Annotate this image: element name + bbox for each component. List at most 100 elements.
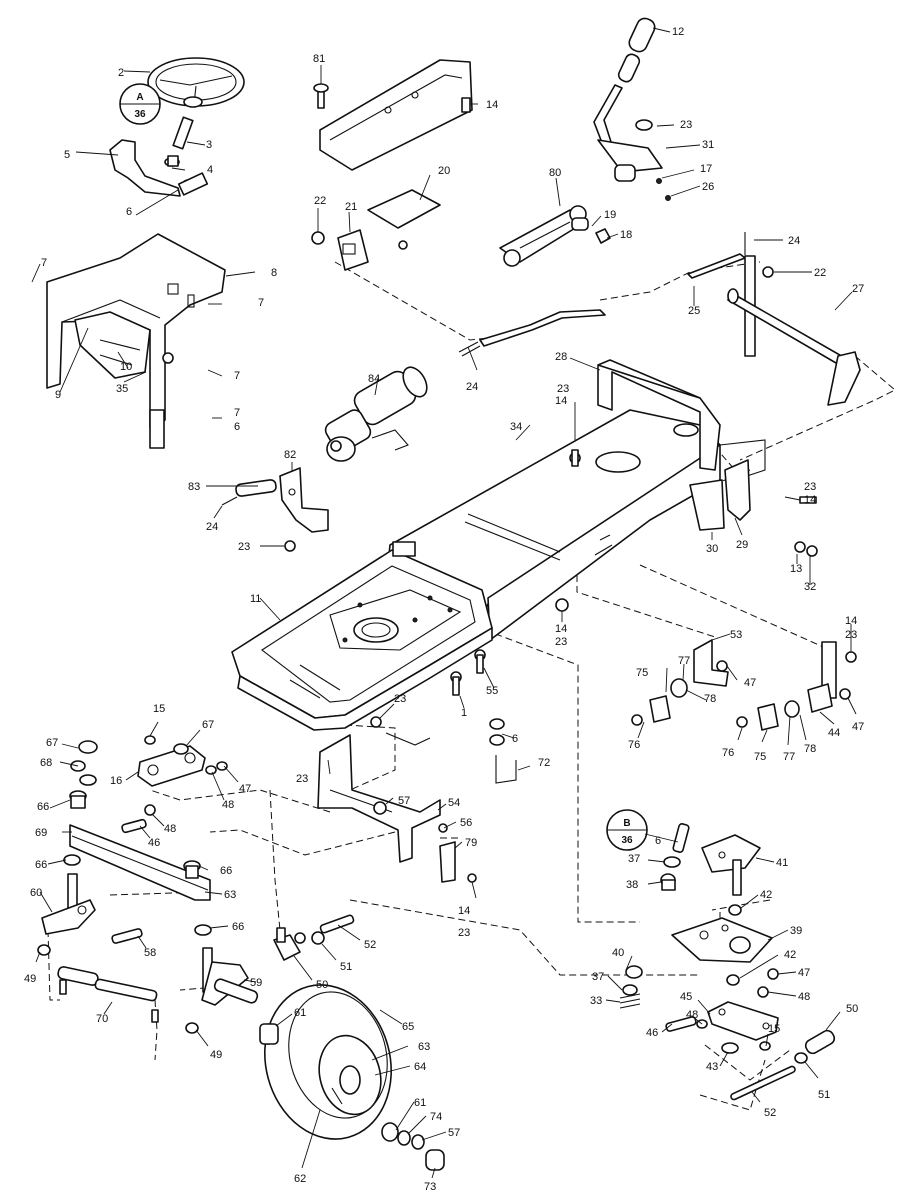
part-label-nut-49a: 49 [24, 973, 36, 985]
part-label-spring-33: 33 [590, 995, 602, 1007]
part-label-pin-24a: 24 [788, 235, 800, 247]
part-label-bracket-79: 79 [465, 837, 477, 849]
front-wheel-group [259, 984, 445, 1171]
part-label-nut-23g: 23 [394, 693, 406, 705]
part-label-tube-63a: 63 [224, 889, 236, 901]
part-label-spacer-77a: 77 [678, 655, 690, 667]
part-label-nut-23c: 23 [804, 481, 816, 493]
part-label-bolt-7c: 7 [234, 370, 240, 382]
part-label-washer-6c: 6 [512, 733, 518, 745]
part-label-nut-23a: 23 [680, 119, 692, 131]
part-label-bolt-1: 1 [461, 707, 467, 719]
part-label-gear-41: 41 [776, 857, 788, 869]
part-label-actuator-84: 84 [368, 373, 380, 385]
part-label-washer-13: 13 [790, 563, 802, 575]
part-label-steering-wheel: 2 [118, 67, 124, 79]
part-label-wheel-62: 62 [294, 1173, 306, 1185]
part-label-bushing-66a: 66 [37, 801, 49, 813]
part-label-link-16: 16 [110, 775, 122, 787]
part-label-tie-rod-70: 70 [96, 1013, 108, 1025]
part-label-nut-47a: 47 [744, 677, 756, 689]
part-label-mount-75a: 75 [636, 667, 648, 679]
leader-lines [31, 27, 857, 1179]
part-label-washer-37b: 37 [592, 971, 604, 983]
part-label-support-54: 54 [448, 797, 460, 809]
part-label-valve-64: 64 [414, 1061, 426, 1073]
part-label-bolt-46a: 46 [148, 837, 160, 849]
part-label-nut-48c: 48 [798, 991, 810, 1003]
part-label-nut-22b: 22 [814, 267, 826, 279]
steering-gear-group [619, 823, 836, 1101]
part-label-part-35: 35 [116, 383, 128, 395]
part-label-arm-45: 45 [680, 991, 692, 1003]
part-label-part-10: 10 [120, 361, 132, 373]
part-label-rod-72: 72 [538, 757, 550, 769]
mount-brackets [631, 639, 857, 731]
steering-wheel-group [109, 57, 245, 197]
part-label-spacer-78a: 78 [704, 693, 716, 705]
part-label-washer-42b: 42 [784, 949, 796, 961]
part-label-nut-51b: 51 [818, 1089, 830, 1101]
part-label-bolt-7a: 7 [41, 257, 47, 269]
part-label-nut-57b: 57 [448, 1127, 460, 1139]
part-label-nut-47b: 47 [852, 721, 864, 733]
part-label-bolt-14e: 14 [845, 615, 857, 627]
part-label-nut-48d: 48 [686, 1009, 698, 1021]
reference-circle-a: A 36 [119, 83, 161, 125]
part-label-grip-12: 12 [672, 26, 684, 38]
part-label-nut-23e: 23 [555, 636, 567, 648]
part-label-rod-52b: 52 [764, 1107, 776, 1119]
part-label-washer-42a: 42 [760, 889, 772, 901]
part-label-bolt-7b: 7 [258, 297, 264, 309]
part-label-bushing-66b: 66 [35, 859, 47, 871]
cotter-pins [221, 341, 481, 506]
part-label-tire-65: 65 [402, 1021, 414, 1033]
ref-a-top: A [136, 92, 143, 103]
part-label-rod-25: 25 [688, 305, 700, 317]
part-label-bolt-76a: 76 [628, 739, 640, 751]
part-label-part-6b: 6 [234, 421, 240, 433]
part-label-nut-49b: 49 [210, 1049, 222, 1061]
part-label-bearing-61a: 61 [294, 1007, 306, 1019]
part-label-part-9: 9 [55, 389, 61, 401]
part-label-nut-47d: 47 [798, 967, 810, 979]
part-label-bushing-38: 38 [626, 879, 638, 891]
reference-circles: A 36 B 3 6 [119, 83, 648, 851]
part-label-spindle-60: 60 [30, 887, 42, 899]
part-label-nut-23b: 23 [557, 383, 569, 395]
part-label-nut-43: 43 [706, 1061, 718, 1073]
part-label-mount-75b: 75 [754, 751, 766, 763]
part-label-bolt-14b: 14 [555, 395, 567, 407]
plate-block-group [311, 189, 441, 271]
part-label-pin-24c: 24 [206, 521, 218, 533]
part-label-fender-bracket: 14 [486, 99, 498, 111]
part-label-steering-support: 5 [64, 149, 70, 161]
bracket-pin-group [235, 467, 329, 552]
part-label-nut-22a: 22 [314, 195, 326, 207]
ref-b-top: B [623, 818, 630, 829]
part-label-bolt-14d: 14 [555, 623, 567, 635]
part-label-bracket-44: 44 [828, 727, 840, 739]
part-label-washer-37a: 37 [628, 853, 640, 865]
part-label-washer-15b: 15 [768, 1023, 780, 1035]
part-label-bushing-66c: 66 [220, 865, 232, 877]
part-label-bolt-46b: 46 [646, 1027, 658, 1039]
part-label-bolt-81: 81 [313, 53, 325, 65]
part-label-spacer-78b: 78 [804, 743, 816, 755]
part-label-washer-67a: 67 [202, 719, 214, 731]
part-label-steering-shaft: 3 [206, 139, 212, 151]
part-label-bolt-14f: 14 [458, 905, 470, 917]
fender-plate-group [313, 59, 473, 171]
part-label-nut-57a: 57 [398, 795, 410, 807]
rod-shaft-group [479, 232, 861, 406]
part-label-sector-39: 39 [790, 925, 802, 937]
part-label-spacer-19: 19 [604, 209, 616, 221]
part-label-nut-55: 55 [486, 685, 498, 697]
part-label-bracket-82: 82 [284, 449, 296, 461]
part-label-rim-63b: 63 [418, 1041, 430, 1053]
part-label-washer-67b: 67 [46, 737, 58, 749]
part-label-nut-48a: 48 [222, 799, 234, 811]
part-label-pin-26: 26 [702, 181, 714, 193]
part-label-arm-80: 80 [549, 167, 561, 179]
